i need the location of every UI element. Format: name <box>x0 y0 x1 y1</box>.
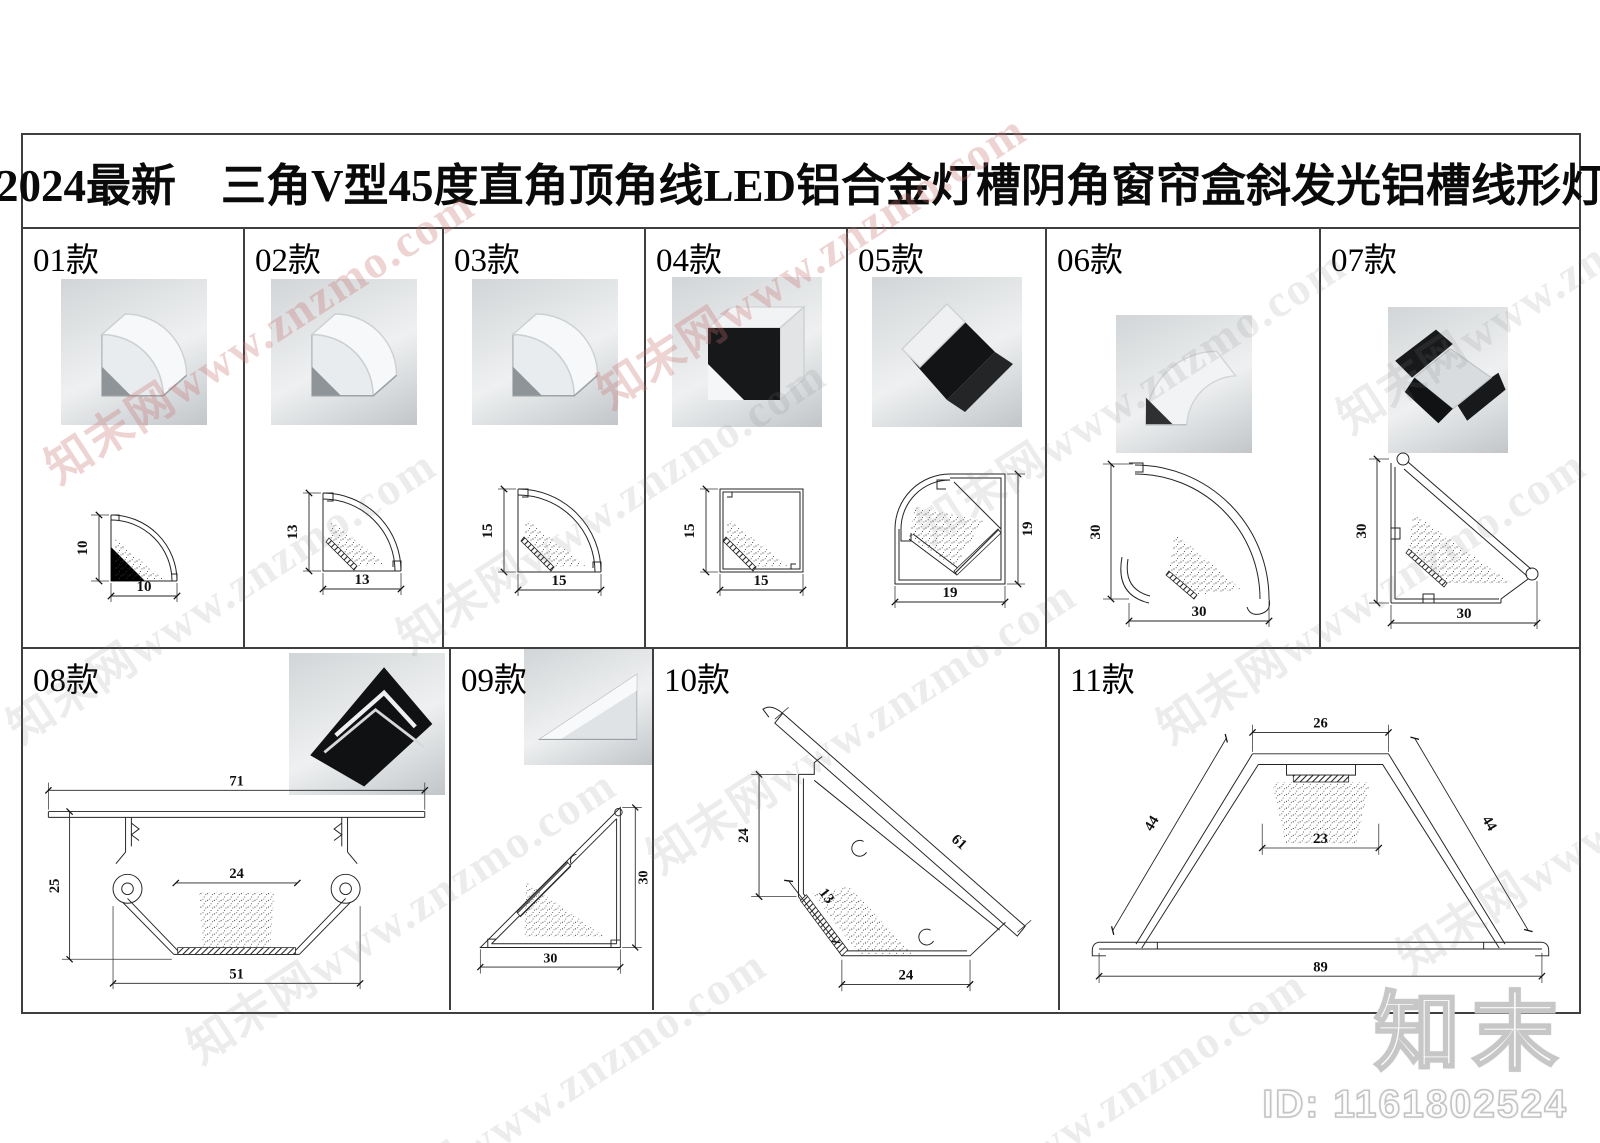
model-07-label: 07款 <box>1331 243 1397 279</box>
model-01-diagram: 10 10 <box>75 511 181 602</box>
model-08-label: 08款 <box>33 663 99 699</box>
model-09-label: 09款 <box>461 663 527 699</box>
model-10-diagram: 24 13 24 61 <box>736 706 1032 992</box>
dim-height: 19 <box>1020 522 1036 537</box>
black-triangle-profile-render <box>310 667 433 787</box>
model-04-diagram: 15 15 <box>682 485 807 596</box>
model-01-label: 01款 <box>33 243 99 279</box>
cell-model-03: 03款 <box>444 229 646 647</box>
dim-width: 13 <box>355 572 370 588</box>
dim-height: 25 <box>47 879 63 893</box>
model-08-photo <box>289 653 445 795</box>
dim-width: 19 <box>943 585 958 601</box>
model-06-photo <box>1116 315 1252 453</box>
model-06-diagram: 30 30 <box>1089 460 1273 627</box>
cell-model-05: 05款 <box>848 229 1047 647</box>
model-01-photo <box>61 279 207 425</box>
cell-model-08: 08款 <box>23 649 451 1010</box>
dim-bottom: 24 <box>899 967 914 983</box>
corner-flange-profile-render <box>1395 329 1506 424</box>
page-title: 2024最新 三角V型45度直角顶角线LED铝合金灯槽阴角窗帘盒斜发光铝槽线形灯 <box>0 160 1600 211</box>
square-profile-render <box>706 305 806 402</box>
title-row: 2024最新 三角V型45度直角顶角线LED铝合金灯槽阴角窗帘盒斜发光铝槽线形灯 <box>0 135 1600 229</box>
dim-right-slope: 44 <box>1478 813 1499 834</box>
dim-height: 13 <box>285 525 301 540</box>
dim-height: 30 <box>636 871 651 885</box>
dim-left-slope: 44 <box>1141 813 1162 834</box>
round-profile-render <box>99 313 188 398</box>
dim-height: 10 <box>75 541 91 556</box>
round-profile-render <box>510 313 599 398</box>
model-08-diagram: 24 71 25 51 <box>44 774 429 990</box>
cell-model-07: 07款 <box>1321 229 1575 647</box>
dim-led: 23 <box>1313 831 1328 847</box>
dim-top: 26 <box>1313 716 1328 732</box>
model-03-label: 03款 <box>454 243 520 279</box>
row-2: 08款 <box>23 649 1579 1010</box>
dim-height: 30 <box>1354 524 1370 539</box>
model-03-photo <box>472 279 618 425</box>
model-07-diagram: 30 30 <box>1354 452 1541 629</box>
cell-model-01: 01款 <box>23 229 245 647</box>
model-11-label: 11款 <box>1070 663 1135 699</box>
model-04-photo <box>672 277 822 427</box>
model-10-label: 10款 <box>664 663 730 699</box>
big-round-profile-render <box>1145 350 1238 426</box>
dim-flange: 61 <box>948 831 970 853</box>
model-03-diagram: 15 15 <box>480 485 605 596</box>
sheet-id: ID: 1161802524 <box>1262 1082 1568 1127</box>
dim-led: 24 <box>229 866 243 882</box>
dim-top: 71 <box>229 774 243 790</box>
vcorner-profile-render <box>900 302 1013 412</box>
dim-width: 30 <box>1457 606 1472 622</box>
cell-model-11: 11款 23 26 <box>1060 649 1575 1010</box>
model-06-label: 06款 <box>1057 243 1123 279</box>
dim-height: 15 <box>682 524 698 539</box>
dim-width: 15 <box>552 573 567 589</box>
cell-model-06: 06款 <box>1047 229 1321 647</box>
dim-width: 15 <box>754 573 769 589</box>
dim-height: 15 <box>480 524 496 539</box>
dim-width: 10 <box>137 579 152 595</box>
dim-width: 30 <box>1192 604 1207 620</box>
cell-model-09: 09款 <box>451 649 654 1010</box>
model-07-photo <box>1388 307 1508 453</box>
cell-model-10: 10款 24 13 <box>654 649 1060 1010</box>
dim-height: 30 <box>1089 525 1104 540</box>
row-1: 01款 <box>23 229 1579 649</box>
model-05-photo <box>872 277 1022 427</box>
dim-bottom: 51 <box>229 967 243 983</box>
model-05-label: 05款 <box>858 243 924 279</box>
model-11-diagram: 23 26 44 44 89 <box>1091 716 1550 983</box>
model-02-photo <box>271 279 417 425</box>
model-05-diagram: 19 19 <box>891 470 1036 608</box>
model-02-diagram: 13 13 <box>285 489 405 595</box>
table-frame: 2024最新 三角V型45度直角顶角线LED铝合金灯槽阴角窗帘盒斜发光铝槽线形灯… <box>0 133 1600 1014</box>
model-09-diagram: 30 30 <box>476 804 651 974</box>
dim-bottom: 89 <box>1313 959 1328 975</box>
round-profile-render <box>309 313 398 398</box>
model-04-label: 04款 <box>656 243 722 279</box>
model-09-photo <box>524 649 652 765</box>
dim-height: 24 <box>736 828 752 843</box>
cell-model-04: 04款 15 <box>646 229 848 647</box>
silver-triangle-profile-render <box>537 673 638 741</box>
cell-model-02: 02款 <box>245 229 444 647</box>
dim-bottom: 30 <box>543 951 557 966</box>
site-logo: 知末 <box>1373 984 1570 1083</box>
model-02-label: 02款 <box>255 243 321 279</box>
